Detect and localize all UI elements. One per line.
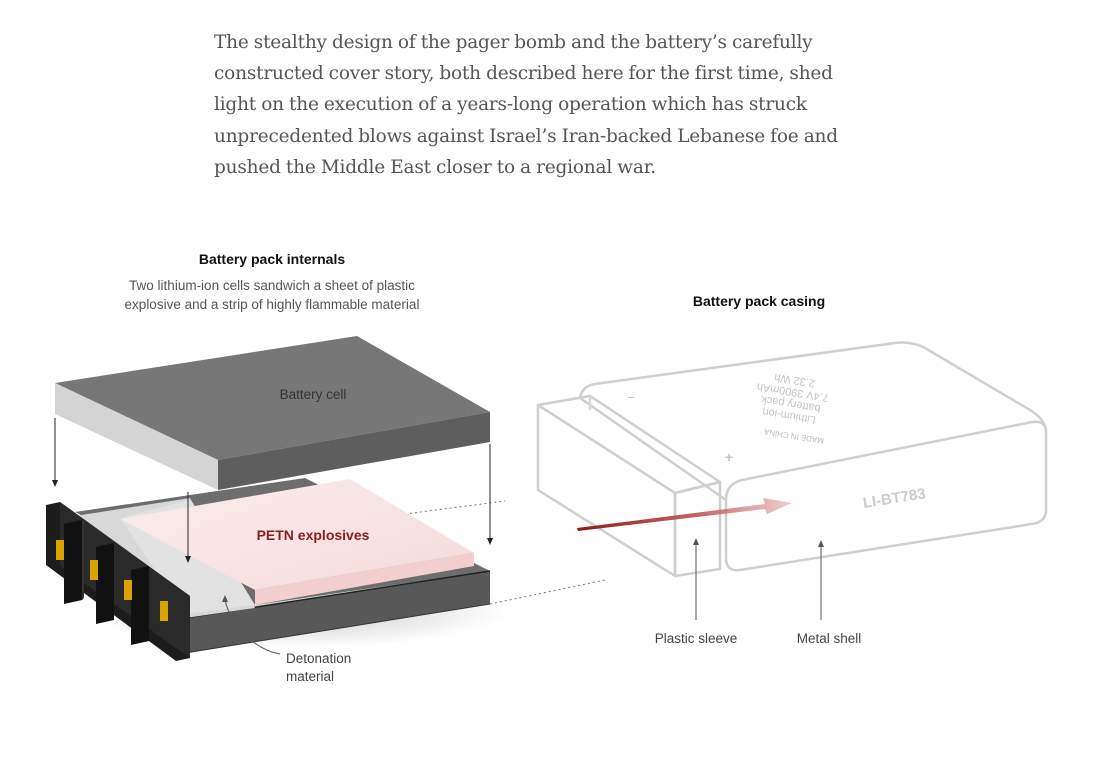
plastic-sleeve-label: Plastic sleeve bbox=[655, 631, 738, 646]
svg-text:MADE IN CHINA: MADE IN CHINA bbox=[763, 427, 825, 445]
sleeve-leader bbox=[693, 538, 699, 620]
model-label: LI-BT783 bbox=[862, 485, 927, 512]
petn-label: PETN explosives bbox=[257, 527, 370, 543]
detonation-label-line2: material bbox=[286, 669, 334, 684]
gold-contact-3 bbox=[124, 580, 132, 600]
gold-contact-2 bbox=[90, 560, 98, 580]
drop-arrow-right bbox=[487, 444, 493, 545]
connector-line-top bbox=[404, 500, 506, 515]
insertion-arrow bbox=[577, 498, 792, 531]
drop-arrow-left bbox=[52, 418, 58, 487]
top-battery-cell bbox=[55, 336, 490, 490]
metal-shell bbox=[578, 341, 1048, 572]
detonation-leader bbox=[224, 599, 281, 655]
battery-cell-label: Battery cell bbox=[280, 387, 347, 402]
petn-sheet bbox=[120, 479, 475, 605]
article-paragraph: The stealthy design of the pager bomb an… bbox=[214, 32, 838, 178]
case-print: MADE IN CHINA Lithium-ion battery pack 7… bbox=[756, 371, 830, 445]
metal-shell-label: Metal shell bbox=[797, 631, 862, 646]
connector-line-bottom bbox=[489, 579, 606, 605]
shell-leader bbox=[818, 540, 824, 620]
internals-title: Battery pack internals bbox=[199, 251, 345, 267]
minus-symbol: − bbox=[627, 389, 635, 405]
plastic-sleeve bbox=[536, 394, 722, 578]
internals-subtitle-line2: explosive and a strip of highly flammabl… bbox=[125, 297, 420, 312]
detonation-label-line1: Detonation bbox=[286, 651, 351, 666]
gold-contact-1 bbox=[56, 540, 64, 560]
plus-symbol: + bbox=[725, 449, 733, 465]
casing-title: Battery pack casing bbox=[693, 293, 825, 309]
terminal-connector bbox=[46, 502, 190, 661]
drop-arrow-middle bbox=[185, 492, 191, 563]
gold-contact-4 bbox=[160, 601, 168, 621]
internals-subtitle-line1: Two lithium-ion cells sandwich a sheet o… bbox=[129, 278, 415, 293]
